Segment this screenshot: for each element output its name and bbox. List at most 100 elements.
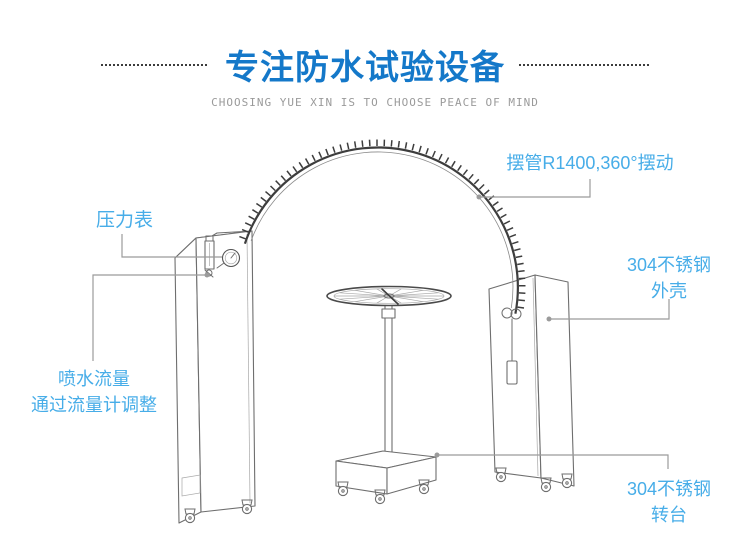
arc-nozzle-tick [478, 183, 485, 190]
arc-nozzle-tick [286, 170, 292, 177]
label-stainless-turntable: 304不锈钢 转台 [605, 476, 733, 528]
header: 专注防水试验设备 CHOOSING YUE XIN IS TO CHOOSE P… [0, 40, 750, 109]
arc-nozzle-tick [339, 144, 343, 151]
arc-nozzle-tick [411, 143, 415, 151]
label-spray-flow-line1: 喷水流量 [58, 369, 130, 389]
arc-nozzle-tick [473, 178, 480, 185]
dotted-divider-right [519, 63, 649, 66]
arc-nozzle-tick [311, 154, 316, 162]
callout-dot-swing [476, 194, 482, 200]
arc-nozzle-tick [438, 153, 443, 161]
arc-nozzle-tick [518, 299, 525, 302]
arc-nozzle-tick [492, 201, 499, 207]
turntable-pole [384, 304, 393, 457]
disc-spoke [388, 295, 439, 300]
callout-line-shell [550, 299, 670, 320]
arc-nozzle-tick [298, 161, 304, 169]
page-subtitle: CHOOSING YUE XIN IS TO CHOOSE PEACE OF M… [211, 96, 539, 109]
arc-nozzle-tick [517, 306, 525, 309]
left-cabinet-vent [181, 474, 201, 497]
disc-spoke [388, 288, 402, 297]
disc-spoke [339, 292, 390, 297]
arc-nozzle-tick [496, 207, 503, 213]
arc-nozzle-tick [332, 146, 336, 153]
callout-line-swing [480, 179, 591, 198]
callouts [92, 179, 670, 469]
arc-nozzle-tick [318, 151, 323, 159]
callout-dot-flow [204, 272, 210, 278]
disc-spoke [339, 295, 390, 300]
swing-pipe-outer [243, 146, 519, 314]
disc-spoke [376, 288, 390, 297]
disc-hub [383, 293, 395, 299]
arc-nozzle-tick [462, 169, 468, 176]
arc-nozzle-tick [292, 166, 298, 173]
label-spray-flow-line2: 通过流量计调整 [31, 395, 157, 415]
arc-nozzle-tick [425, 148, 429, 155]
arc-nozzle-tick [390, 140, 393, 147]
arc-nozzle-tick [511, 240, 519, 245]
arc-nozzle-tick [404, 142, 408, 149]
turntable-disc-spokes [334, 288, 444, 304]
arc-nozzle-tick [515, 255, 523, 259]
arc-nozzle-tick [269, 185, 276, 192]
arc-nozzle-tick [500, 213, 507, 219]
arc-nozzle-tick [346, 142, 350, 150]
left-cabinet [174, 230, 256, 524]
arc-nozzle-tick [468, 173, 474, 180]
swing-pipe-inner [250, 151, 514, 309]
arc-nozzle-tick [361, 140, 364, 147]
disc-spoke [388, 295, 424, 303]
pulley-wheel [510, 308, 522, 320]
callout-line-turntable [437, 454, 669, 469]
callout-line-pressure [121, 234, 222, 258]
disc-spoke [354, 295, 390, 303]
pulley-and-weight [501, 307, 522, 385]
arc-nozzle-tick [444, 157, 450, 164]
arc-nozzle-tick [239, 235, 246, 240]
arc-nozzle-tick [418, 145, 422, 153]
arc-nozzle-tick [397, 140, 401, 148]
arc-nozzle-tick [260, 196, 267, 202]
disc-spoke [388, 289, 424, 297]
arc-nozzle-tick [280, 175, 287, 182]
arc-nozzle-tick [275, 180, 281, 186]
disc-needle [381, 288, 399, 305]
arc-nozzle-tick [255, 202, 263, 208]
callout-dot-turntable [434, 452, 440, 458]
left-cabinet-front [195, 230, 256, 513]
pulley-wheel [501, 307, 513, 319]
right-cabinet-side [534, 274, 575, 487]
page-title: 专注防水试验设备 [225, 49, 505, 87]
label-stainless-shell-line2: 外壳 [651, 281, 687, 301]
title-row: 专注防水试验设备 [0, 40, 750, 89]
callout-line-flow [92, 274, 207, 361]
label-stainless-shell: 304不锈钢 外壳 [609, 252, 729, 304]
arc-nozzle-tick [514, 248, 521, 252]
label-pressure-gauge: 压力表 [96, 210, 154, 231]
base-front-right [386, 456, 437, 495]
arc-nozzle-tick [325, 148, 329, 156]
turntable [326, 285, 452, 505]
arc-nozzle-tick [241, 228, 249, 233]
arc-nozzle-tick [248, 215, 255, 220]
arc-nozzle-tick [483, 189, 490, 195]
arc-nozzle-tick [431, 150, 436, 158]
label-stainless-turntable-line2: 转台 [651, 505, 687, 525]
arc-nozzle-tick [457, 164, 462, 172]
label-stainless-turntable-line1: 304不锈钢 [626, 479, 712, 499]
callout-dot-shell [546, 316, 552, 322]
label-swing-pipe: 摆管R1400,360°摆动 [506, 153, 674, 173]
arc-nozzle-tick [506, 227, 514, 231]
arc-nozzle-tick [509, 233, 517, 238]
arc-nozzle-tick [451, 160, 456, 168]
arc-nozzle-tick [244, 222, 252, 227]
counterweight [506, 360, 518, 385]
gauge-needle [230, 252, 236, 259]
label-spray-flow: 喷水流量 通过流量计调整 [14, 366, 174, 418]
arc-nozzle-tick [265, 191, 271, 197]
disc-spoke [354, 289, 390, 297]
arc-nozzle-tick [517, 262, 524, 266]
